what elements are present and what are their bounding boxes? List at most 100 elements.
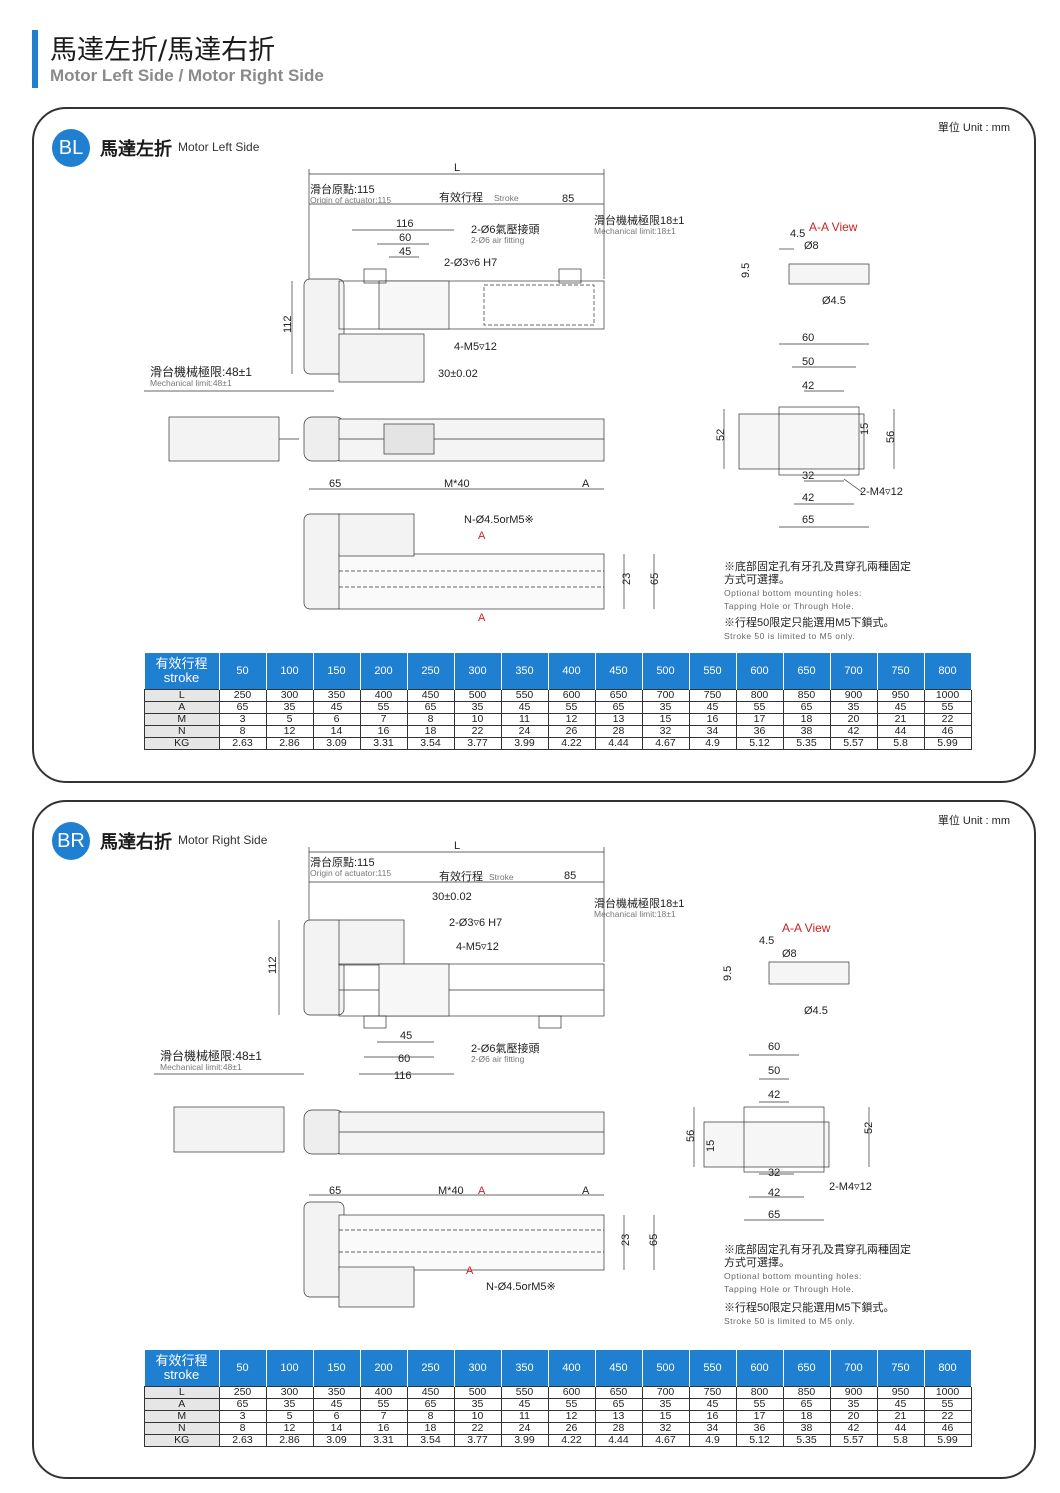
table-cell: 4.67 bbox=[641, 737, 690, 750]
table-cell: 3 bbox=[218, 1410, 267, 1423]
table-cell: 65 bbox=[218, 1398, 267, 1411]
table-cell: 45 bbox=[312, 1398, 361, 1411]
table-cell: 10 bbox=[453, 1410, 502, 1423]
row-label: M bbox=[144, 713, 220, 726]
dim-end-65: 65 bbox=[802, 514, 814, 526]
unit-label: 單位 Unit : mm bbox=[937, 815, 1010, 827]
dim-end-42: 42 bbox=[802, 380, 814, 392]
table-cell: 450 bbox=[406, 689, 455, 702]
table-cell: 35 bbox=[829, 701, 878, 714]
table-cell: 700 bbox=[641, 689, 690, 702]
row-label: L bbox=[144, 689, 220, 702]
table-cell: 5.57 bbox=[829, 737, 878, 750]
table-cell: 65 bbox=[218, 701, 267, 714]
dim-112: 112 bbox=[267, 956, 279, 974]
table-cell: 4.9 bbox=[688, 1434, 737, 1447]
table-cell: 2.63 bbox=[218, 1434, 267, 1447]
table-cell: 7 bbox=[359, 713, 408, 726]
table-cell: 350 bbox=[312, 689, 361, 702]
table-cell: 21 bbox=[876, 1410, 925, 1423]
table-cell: 4.9 bbox=[688, 737, 737, 750]
dim-end-42: 42 bbox=[768, 1089, 780, 1101]
mounting-note-en-2: Tapping Hole or Through Hole. bbox=[724, 1284, 855, 1294]
table-cell: 45 bbox=[500, 701, 549, 714]
table-cell: 65 bbox=[406, 701, 455, 714]
table-cell: 5.12 bbox=[735, 737, 784, 750]
table-cell: 42 bbox=[829, 1422, 878, 1435]
section-badge-br: BR bbox=[52, 822, 90, 860]
table-cell: 15 bbox=[641, 1410, 690, 1423]
section-title-zh: 馬達左折 bbox=[100, 139, 172, 160]
table-cell: 300 bbox=[265, 1386, 314, 1399]
table-cell: 10 bbox=[453, 713, 502, 726]
table-cell: 950 bbox=[876, 1386, 925, 1399]
mounting-note-en-2: Tapping Hole or Through Hole. bbox=[724, 601, 855, 611]
table-cell: 18 bbox=[782, 1410, 831, 1423]
table-cell: 16 bbox=[359, 725, 408, 738]
table-cell: 22 bbox=[923, 1410, 972, 1423]
dim-phi8: Ø8 bbox=[804, 240, 819, 252]
page-title: 馬達左折/馬達右折 bbox=[50, 35, 276, 66]
stroke-column-header: 400 bbox=[548, 653, 596, 690]
table-cell: 4.44 bbox=[594, 1434, 643, 1447]
section-marker-a-bottom: A bbox=[466, 1265, 474, 1277]
mech-limit-48-zh: 滑台機械極限:48±1 bbox=[160, 1048, 262, 1063]
table-cell: 3.77 bbox=[453, 737, 502, 750]
table-cell: 700 bbox=[641, 1386, 690, 1399]
table-cell: 55 bbox=[547, 1398, 596, 1411]
mech-limit-48-en: Mechanical limit:48±1 bbox=[150, 378, 232, 388]
dim-A: A bbox=[582, 478, 590, 490]
section-title-en: Motor Left Side bbox=[178, 140, 260, 154]
stroke-column-header: 250 bbox=[407, 653, 455, 690]
table-cell: 35 bbox=[453, 1398, 502, 1411]
mounting-note-en-1: Optional bottom mounting holes: bbox=[724, 1271, 862, 1281]
table-cell: 300 bbox=[265, 689, 314, 702]
stroke-note: ※行程50限定只能選用M5下鎖式。 Stroke 50 is limited t… bbox=[724, 617, 914, 643]
table-cell: 65 bbox=[782, 701, 831, 714]
table-cell: 16 bbox=[688, 1410, 737, 1423]
table-cell: 550 bbox=[500, 1386, 549, 1399]
table-cell: 26 bbox=[547, 725, 596, 738]
table-cell: 5.35 bbox=[782, 737, 831, 750]
section-marker-a-top: A bbox=[478, 1185, 486, 1197]
table-cell: 26 bbox=[547, 1422, 596, 1435]
table-cell: 800 bbox=[735, 689, 784, 702]
table-cell: 45 bbox=[876, 701, 925, 714]
dim-phi4-5: Ø4.5 bbox=[822, 295, 846, 307]
stroke-column-header: 800 bbox=[924, 653, 972, 690]
table-cell: 22 bbox=[453, 1422, 502, 1435]
row-label: KG bbox=[144, 1434, 220, 1447]
table-cell: 850 bbox=[782, 689, 831, 702]
mech-limit-48-zh: 滑台機械極限:48±1 bbox=[150, 364, 252, 379]
table-cell: 55 bbox=[923, 701, 972, 714]
table-cell: 600 bbox=[547, 1386, 596, 1399]
table-cell: 3.31 bbox=[359, 1434, 408, 1447]
stroke-note-en: Stroke 50 is limited to M5 only. bbox=[724, 1316, 856, 1326]
stroke-note-zh: ※行程50限定只能選用M5下鎖式。 bbox=[724, 1302, 895, 1314]
table-cell: 5.8 bbox=[876, 1434, 925, 1447]
table-cell: 450 bbox=[406, 1386, 455, 1399]
table-cell: 17 bbox=[735, 713, 784, 726]
row-label: N bbox=[144, 725, 220, 738]
stroke-column-header: 450 bbox=[595, 1350, 643, 1387]
table-cell: 45 bbox=[876, 1398, 925, 1411]
table-cell: 8 bbox=[218, 725, 267, 738]
stroke-column-header: 650 bbox=[783, 1350, 831, 1387]
table-cell: 45 bbox=[688, 1398, 737, 1411]
table-cell: 800 bbox=[735, 1386, 784, 1399]
dim-65-side: 65 bbox=[649, 573, 661, 585]
table-cell: 65 bbox=[594, 1398, 643, 1411]
dim-phi8: Ø8 bbox=[782, 948, 797, 960]
table-cell: 22 bbox=[453, 725, 502, 738]
table-cell: 750 bbox=[688, 689, 737, 702]
